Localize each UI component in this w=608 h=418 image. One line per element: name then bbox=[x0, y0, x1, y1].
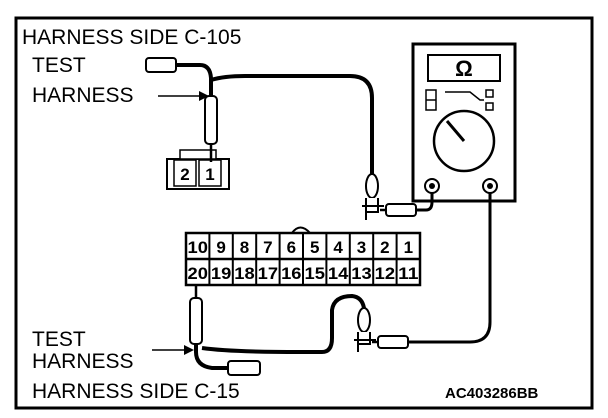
c15-pin-17: 17 bbox=[258, 264, 278, 283]
c105-pin-2: 2 bbox=[180, 165, 189, 184]
c15-pin-20: 20 bbox=[188, 264, 208, 283]
top-harness-wire bbox=[175, 63, 213, 96]
test-harness-top-label-line1: TEST bbox=[32, 54, 86, 77]
bottom-harness-plug bbox=[227, 360, 261, 376]
top-harness-plug bbox=[145, 57, 177, 73]
c15-pin-6: 6 bbox=[287, 238, 296, 257]
harness-side-c15-label: HARNESS SIDE C-15 bbox=[32, 380, 240, 403]
c15-pin-16: 16 bbox=[281, 264, 301, 283]
meter-lead-left bbox=[416, 192, 434, 212]
top-harness-probe bbox=[204, 95, 218, 145]
bottom-test-harness bbox=[189, 192, 492, 376]
meter-lead-right bbox=[408, 192, 492, 344]
connector-c105: 2 1 bbox=[166, 149, 230, 190]
bottom-meter-lead-plug bbox=[377, 335, 409, 349]
top-pointer-arrow bbox=[158, 91, 209, 101]
top-alligator-clip bbox=[362, 173, 384, 220]
c15-pin-18: 18 bbox=[234, 264, 254, 283]
c15-pin-12: 12 bbox=[375, 264, 395, 283]
figure-frame bbox=[14, 16, 594, 410]
figure-code: AC403286BB bbox=[445, 385, 539, 402]
test-harness-bottom-label-line2: HARNESS bbox=[32, 350, 134, 373]
c15-pin-2: 2 bbox=[380, 238, 389, 257]
multimeter: Ω bbox=[411, 42, 517, 203]
c15-pin-4: 4 bbox=[333, 238, 343, 257]
c15-pin-1: 1 bbox=[404, 238, 413, 257]
c15-pin-19: 19 bbox=[211, 264, 231, 283]
bottom-alligator-clip bbox=[354, 307, 376, 352]
c15-pin-3: 3 bbox=[357, 238, 366, 257]
harness-side-c105-label: HARNESS SIDE C-105 bbox=[22, 26, 241, 49]
c105-pin-1: 1 bbox=[205, 165, 214, 184]
bottom-harness-wire bbox=[194, 344, 228, 370]
c15-pin-14: 14 bbox=[328, 264, 349, 283]
top-test-harness bbox=[145, 57, 434, 220]
bottom-pointer-arrow bbox=[152, 345, 194, 355]
c15-pin-8: 8 bbox=[240, 238, 249, 257]
top-meter-lead-plug bbox=[385, 203, 417, 217]
c15-pin-11: 11 bbox=[398, 264, 418, 283]
ohm-symbol: Ω bbox=[455, 56, 473, 81]
c15-pin-5: 5 bbox=[310, 238, 319, 257]
test-harness-bottom-label-line1: TEST bbox=[32, 328, 86, 351]
c15-pin-9: 9 bbox=[216, 238, 225, 257]
c15-pin-15: 15 bbox=[305, 264, 325, 283]
bottom-harness-probe bbox=[189, 297, 203, 345]
meter-display bbox=[427, 54, 501, 82]
test-harness-top-label-line2: HARNESS bbox=[32, 84, 134, 107]
c15-pin-13: 13 bbox=[351, 264, 371, 283]
c15-pin-10: 10 bbox=[188, 238, 208, 257]
c15-pin-7: 7 bbox=[263, 238, 272, 257]
